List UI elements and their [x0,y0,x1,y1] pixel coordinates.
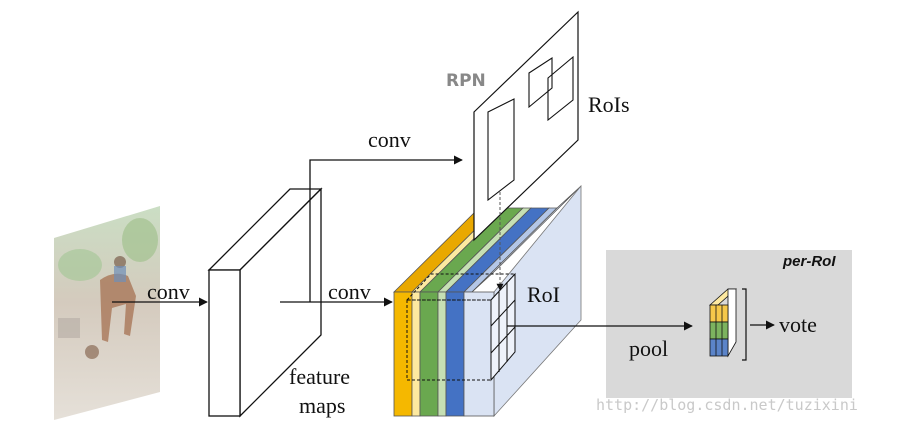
label-maps: maps [299,393,345,418]
pooled-score-grid [708,288,738,358]
label-roi: RoI [527,282,560,307]
arrow-feature-rpn [309,155,463,302]
label-vote: vote [779,312,817,337]
label-feature: feature [289,364,350,389]
input-image [54,206,160,420]
label-conv-mid: conv [328,279,371,304]
label-conv-top: conv [368,127,411,152]
score-maps-stack [393,184,582,418]
watermark: http://blog.csdn.net/tuzixini [596,396,858,414]
label-rpn: RPN [446,71,486,91]
rpn-panel [473,10,579,242]
label-rois: RoIs [588,92,630,117]
roi-proposal-1 [487,98,515,202]
label-conv-input: conv [147,279,190,304]
label-pool: pool [629,336,668,361]
label-per-roi: per-RoI [782,253,836,270]
roi-proposal-3 [547,55,574,122]
roi-proposal-2 [528,56,553,109]
roi-box [405,272,517,382]
vote-bracket [742,288,747,361]
